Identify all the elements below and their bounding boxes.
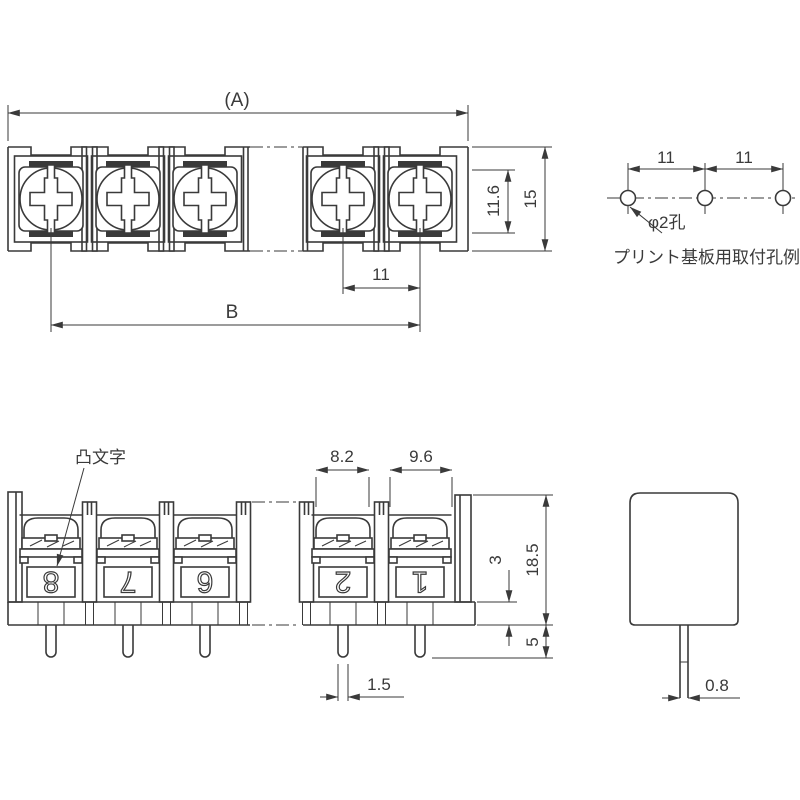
partition-wall bbox=[373, 146, 390, 252]
dim-height: 15 bbox=[472, 146, 552, 252]
break-line bbox=[252, 501, 299, 626]
front-partition bbox=[158, 501, 175, 626]
front-view-base bbox=[7, 501, 476, 626]
dim-body-height-label: 18.5 bbox=[523, 543, 542, 576]
dim-body-height: 18.5 bbox=[473, 494, 553, 626]
top-view-body bbox=[7, 146, 469, 252]
front-partition bbox=[373, 501, 390, 626]
dim-pin-width-label: 1.5 bbox=[367, 675, 391, 694]
dim-end-width-label: 9.6 bbox=[409, 447, 433, 466]
front-partition bbox=[235, 501, 252, 626]
embossed-text-callout: 凸文字 bbox=[56, 448, 126, 567]
side-view-body bbox=[629, 492, 739, 626]
dim-total-width: (A) bbox=[7, 90, 469, 141]
dim-pin-thickness-label: 0.8 bbox=[705, 676, 729, 695]
solder-pin bbox=[191, 601, 219, 658]
dim-opening-width-label: 8.2 bbox=[330, 447, 354, 466]
terminal-number: 1 bbox=[412, 565, 429, 598]
dim-pin-width: 1.5 bbox=[320, 664, 404, 701]
dim-base-height: 3 bbox=[477, 555, 517, 646]
dim-pin-length-label: 5 bbox=[523, 637, 542, 646]
dim-pitch: 11 bbox=[50, 228, 421, 332]
break-line bbox=[250, 146, 303, 252]
dim-pin-thickness: 0.8 bbox=[662, 676, 740, 702]
screw-terminal-top bbox=[167, 155, 243, 243]
dim-span-label: B bbox=[226, 302, 239, 323]
solder-pin bbox=[406, 601, 434, 658]
solder-pin bbox=[329, 601, 357, 658]
hole-diameter-label: φ2孔 bbox=[648, 213, 685, 232]
mounting-hole bbox=[774, 189, 792, 207]
mounting-hole bbox=[696, 189, 714, 207]
terminal-number: 2 bbox=[335, 565, 352, 598]
dim-inner-height-label: 11.6 bbox=[484, 185, 503, 217]
dim-opening-width: 8.2 bbox=[315, 447, 370, 507]
dim-height-label: 15 bbox=[521, 190, 540, 209]
terminal-number: 6 bbox=[197, 565, 214, 598]
pcb-hole-diagram: 11 11 φ2孔 プリント基板用取付孔例 bbox=[607, 148, 800, 267]
terminal-number: 7 bbox=[120, 565, 137, 598]
hole-pitch-left-label: 11 bbox=[657, 148, 675, 167]
hole-pitch-right-label: 11 bbox=[735, 148, 753, 167]
front-view: 8 7 6 2 1 凸文字 8.2 9.6 3 bbox=[7, 447, 553, 701]
solder-pin bbox=[37, 601, 65, 658]
partition-wall bbox=[158, 146, 175, 252]
embossed-text-label: 凸文字 bbox=[75, 448, 126, 467]
top-view: (A) 11.6 15 11 B bbox=[7, 90, 552, 332]
terminal-number: 8 bbox=[43, 565, 60, 598]
partition-wall bbox=[81, 146, 98, 252]
pcb-hole-caption: プリント基板用取付孔例 bbox=[613, 248, 800, 267]
dim-end-width: 9.6 bbox=[389, 447, 453, 507]
dim-span: B bbox=[50, 302, 421, 329]
dim-pitch-label: 11 bbox=[372, 265, 390, 284]
dim-base-height-label: 3 bbox=[486, 555, 505, 564]
mounting-hole bbox=[619, 189, 637, 207]
side-view: 0.8 bbox=[629, 492, 740, 702]
screw-terminal-top bbox=[90, 155, 166, 243]
front-partition bbox=[81, 501, 98, 626]
solder-pin bbox=[114, 601, 142, 658]
dim-pin-length: 5 bbox=[432, 624, 553, 659]
dim-inner-height: 11.6 bbox=[472, 169, 515, 234]
dim-total-width-label: (A) bbox=[224, 90, 249, 111]
